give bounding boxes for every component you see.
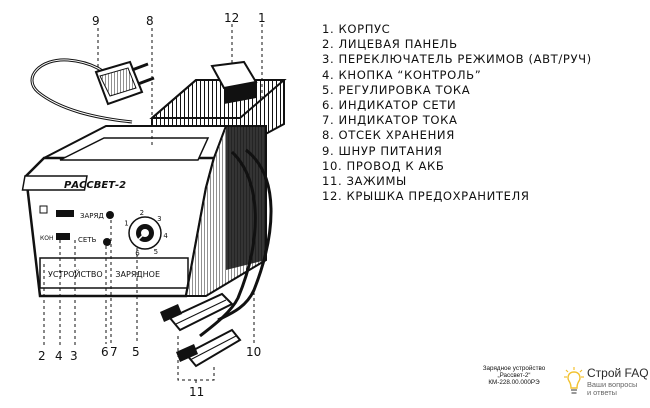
clamps <box>160 292 242 368</box>
knob-scale-number: 6 <box>135 250 140 258</box>
lightbulb-icon <box>564 367 584 394</box>
caption-line: Зарядное устройство <box>482 365 546 372</box>
plug <box>94 60 155 106</box>
brand-title: Строй FAQ <box>587 366 649 380</box>
knob-scale: 1 2 3 45 6 <box>124 209 168 258</box>
legend-item: 12. КРЫШКА ПРЕДОХРАНИТЕЛЯ <box>322 189 530 204</box>
current-knob <box>128 216 162 250</box>
storage-compartment <box>59 137 210 161</box>
legend-item: 2. ЛИЦЕВАЯ ПАНЕЛЬ <box>322 37 458 52</box>
callout-10: 10 <box>246 345 261 359</box>
callout-8: 8 <box>146 14 154 28</box>
callout-6: 6 <box>101 345 109 359</box>
legend-item: 6. ИНДИКАТОР СЕТИ <box>322 98 457 113</box>
zarjad-label: ЗАРЯД <box>80 212 104 220</box>
knob-scale-number: 3 <box>157 215 161 223</box>
legend-item: 11. ЗАЖИМЫ <box>322 174 407 189</box>
legend-item: 10. ПРОВОД К АКБ <box>322 158 445 173</box>
caption: Зарядное устройство „Рассвет-2“ КМ-228.0… <box>476 365 552 386</box>
callout-9: 9 <box>92 14 100 28</box>
legend-item: 8. ОТСЕК ХРАНЕНИЯ <box>322 128 455 143</box>
callout-5: 5 <box>132 345 140 359</box>
callout-4: 4 <box>55 349 63 363</box>
caption-line: КМ-228.00.000РЭ <box>488 379 540 386</box>
battery-cable <box>217 148 273 322</box>
callout-7: 7 <box>110 345 118 359</box>
device-brand-label: РАССВЕТ-2 <box>64 180 126 191</box>
knob-scale-number: 4 <box>163 232 168 240</box>
plate-text: УСТРОЙСТВО ЗАРЯДНОЕ <box>48 268 160 279</box>
network-indicator <box>103 238 111 246</box>
legend-item: 7. ИНДИКАТОР ТОКА <box>322 113 458 128</box>
brand-logo: Строй FAQ Ваши вопросы и ответы <box>560 364 649 404</box>
legend-item: 3. ПЕРЕКЛЮЧАТЕЛЬ РЕЖИМОВ (АВТ/РУЧ) <box>322 52 592 67</box>
brand-subtitle: Ваши вопросы и ответы <box>587 380 638 398</box>
fuse-cover <box>210 60 258 104</box>
callout-3: 3 <box>70 349 78 363</box>
knob-scale-number: 2 <box>140 209 144 217</box>
legend-item: 9. ШНУР ПИТАНИЯ <box>322 143 443 158</box>
legend-item: 1. КОРПУС <box>322 22 391 36</box>
brand-subtitle-line: Ваши вопросы <box>587 380 638 389</box>
kon-label: КОН <box>40 235 54 242</box>
callout-11: 11 <box>189 385 204 399</box>
callout-1: 1 <box>258 11 266 25</box>
legend-item: 5. РЕГУЛИРОВКА ТОКА <box>322 82 471 97</box>
callout-2: 2 <box>38 349 46 363</box>
callout-12: 12 <box>224 11 239 25</box>
current-indicator <box>106 211 114 219</box>
control-button <box>56 233 70 240</box>
knob-scale-number: 1 <box>124 220 128 228</box>
knob-scale-number: 5 <box>154 248 158 256</box>
set-label: СЕТЬ <box>78 236 97 244</box>
caption-line: „Рассвет-2“ <box>497 372 531 379</box>
legend-item: 4. КНОПКА “КОНТРОЛЬ” <box>322 67 482 82</box>
brand-subtitle-line: и ответы <box>587 388 617 398</box>
